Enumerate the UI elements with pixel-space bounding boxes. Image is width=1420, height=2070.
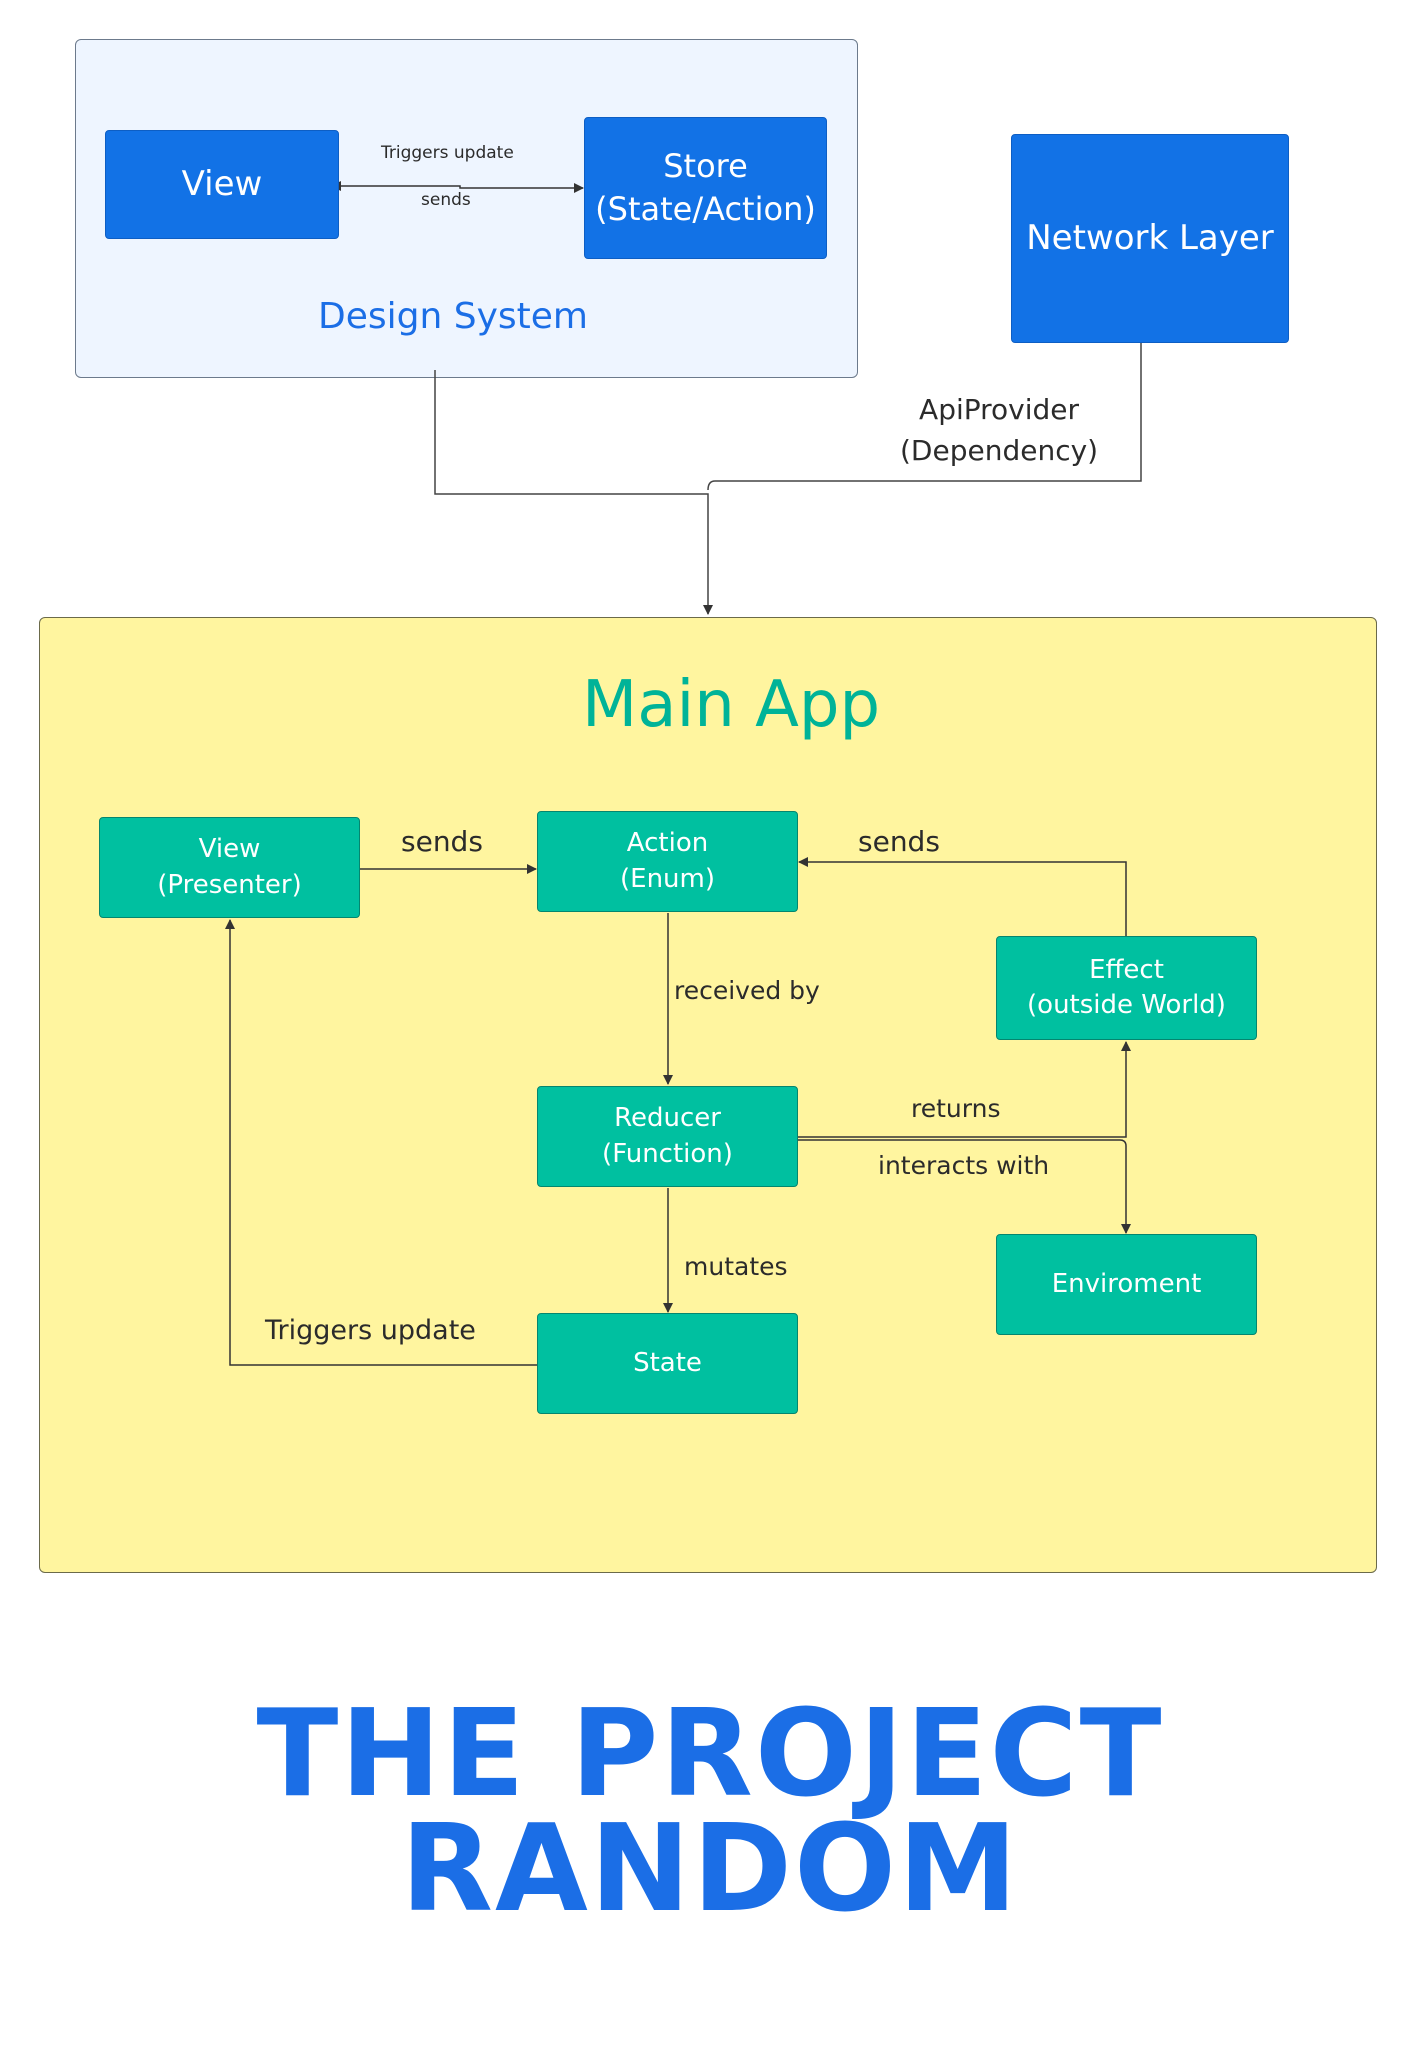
action-label: Action (Enum) [620, 828, 715, 894]
edge-state-view [225, 919, 538, 1366]
edge-reducer-effect [797, 1041, 1131, 1138]
ds-edge-sends-label: sends [421, 190, 471, 210]
action-node[interactable]: Action (Enum) [537, 811, 798, 912]
state-label: State [633, 1347, 702, 1378]
edge-label-interacts: interacts with [878, 1151, 1050, 1180]
effect-node[interactable]: Effect (outside World) [996, 936, 1257, 1040]
edge-label-state-view: Triggers update [265, 1315, 476, 1346]
edge-label-mutates: mutates [684, 1252, 788, 1281]
edge-label-view-action: sends [401, 825, 483, 858]
environment-node[interactable]: Enviroment [996, 1234, 1257, 1335]
footer-title-line1: THE PROJECT [256, 1685, 1164, 1824]
network-edge-label: ApiProvider (Dependency) [900, 393, 1099, 467]
edge-label-returns: returns [911, 1094, 1001, 1123]
network-layer-label: Network Layer [1026, 217, 1274, 258]
effect-label: Effect (outside World) [1027, 954, 1226, 1020]
reducer-label: Reducer (Function) [602, 1103, 733, 1169]
edge-view-store [331, 181, 584, 193]
state-node[interactable]: State [537, 1313, 798, 1414]
main-app-title: Main App [582, 668, 881, 742]
ds-store-label: Store (State/Action) [595, 146, 816, 228]
edge-label-action-reducer: received by [674, 976, 820, 1005]
main-view-label: View (Presenter) [157, 834, 302, 900]
edge-label-effect-action: sends [858, 825, 940, 858]
network-layer-node[interactable]: Network Layer [1011, 134, 1289, 343]
ds-store-node[interactable]: Store (State/Action) [584, 117, 827, 259]
edge-effect-action [798, 857, 1127, 936]
reducer-node[interactable]: Reducer (Function) [537, 1086, 798, 1187]
ds-view-node[interactable]: View [105, 130, 339, 239]
footer-title-line2: RANDOM [400, 1800, 1020, 1939]
edge-reducer-environment [797, 1139, 1131, 1234]
edge-design-to-main [434, 370, 713, 615]
edge-network-to-main [707, 343, 1142, 491]
design-system-title: Design System [318, 296, 588, 337]
ds-view-label: View [181, 163, 263, 204]
ds-edge-triggers-label: Triggers update [381, 143, 514, 163]
main-view-node[interactable]: View (Presenter) [99, 817, 360, 918]
environment-label: Enviroment [1051, 1268, 1202, 1299]
